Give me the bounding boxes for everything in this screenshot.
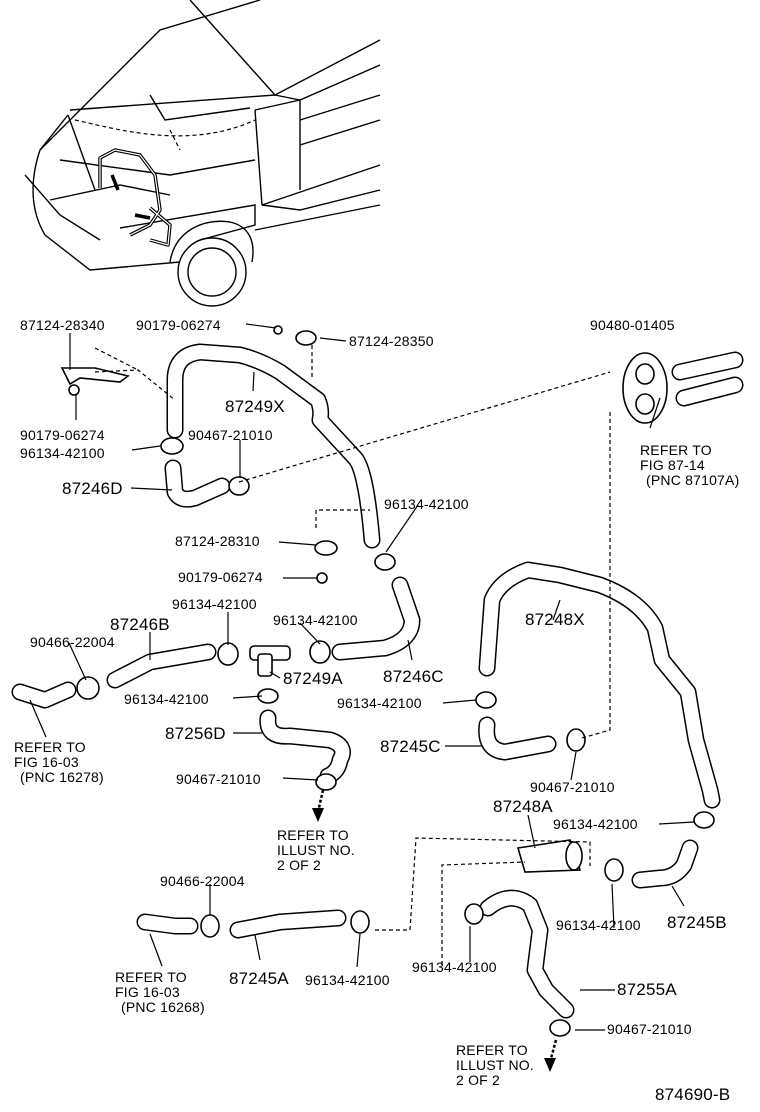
bolts xyxy=(68,325,328,584)
part-label: 90467-21010 xyxy=(176,771,261,787)
grommet-90480-01405 xyxy=(622,352,668,424)
hose-refer-16268 xyxy=(136,913,199,935)
part-label: 90480-01405 xyxy=(590,317,675,333)
reference-note: REFER TO ILLUST NO. 2 OF 2 xyxy=(456,1043,534,1088)
part-label: 96134-42100 xyxy=(556,917,641,933)
reference-line: ILLUST NO. xyxy=(456,1057,534,1073)
hose-87245B xyxy=(631,839,699,889)
car-hose-routing xyxy=(98,148,172,247)
hose-87248X xyxy=(478,561,721,809)
part-label: 87246B xyxy=(110,615,170,634)
reference-line: REFER TO xyxy=(277,827,349,843)
hose-87246B xyxy=(106,643,217,689)
part-label: 87248A xyxy=(493,797,553,816)
car-outline xyxy=(24,0,381,307)
part-label: 96134-42100 xyxy=(305,972,390,988)
reference-line: (PNC 16278) xyxy=(20,769,104,785)
part-label: 96134-42100 xyxy=(384,496,469,512)
part-label: 96134-42100 xyxy=(20,445,105,461)
reference-note: REFER TO FIG 16-03 (PNC 16278) xyxy=(14,740,104,785)
part-label: 96134-42100 xyxy=(124,691,209,707)
reference-note: REFER TO FIG 87-14 (PNC 87107A) xyxy=(640,443,739,488)
reference-line: REFER TO xyxy=(640,442,712,458)
part-label: 96134-42100 xyxy=(172,596,257,612)
arrow-icon xyxy=(544,1039,558,1072)
part-label: 87124-28350 xyxy=(349,333,434,349)
part-label: 90179-06274 xyxy=(20,427,105,443)
part-label: 90467-21010 xyxy=(607,1021,692,1037)
reference-line: FIG 16-03 xyxy=(14,754,79,770)
hose-87246D xyxy=(164,459,231,508)
leader-lines xyxy=(29,323,695,1031)
reference-line: 2 OF 2 xyxy=(277,857,321,873)
part-label: 90467-21010 xyxy=(530,779,615,795)
part-label: 90179-06274 xyxy=(178,569,263,585)
reference-line: (PNC 16268) xyxy=(121,999,205,1015)
part-label: 87249X xyxy=(225,397,285,416)
part-label: 87255A xyxy=(617,980,677,999)
part-label: 87246C xyxy=(383,667,444,686)
reference-line: (PNC 87107A) xyxy=(646,472,740,488)
diagram-id: 874690-B xyxy=(655,1085,731,1104)
hose-87249X xyxy=(166,343,381,549)
part-label: 87256D xyxy=(165,724,226,743)
part-label: 87245B xyxy=(667,913,727,932)
part-label: 87249A xyxy=(283,669,343,688)
reference-line: ILLUST NO. xyxy=(277,842,355,858)
reference-line: REFER TO xyxy=(115,969,187,985)
hose-refer-16278 xyxy=(11,681,77,709)
hose-87245A xyxy=(229,909,347,939)
reference-line: REFER TO xyxy=(456,1042,528,1058)
part-label: 96134-42100 xyxy=(337,695,422,711)
hose-87255A xyxy=(479,889,575,1019)
part-label: 96134-42100 xyxy=(273,612,358,628)
part-label: 87245A xyxy=(229,969,289,988)
hose-87246C xyxy=(331,576,421,661)
part-label: 90467-21010 xyxy=(188,427,273,443)
part-label: 87124-28310 xyxy=(175,533,260,549)
part-label: 96134-42100 xyxy=(412,959,497,975)
reference-line: FIG 16-03 xyxy=(115,984,180,1000)
part-label: 87248X xyxy=(525,610,585,629)
joint-87248A xyxy=(516,839,583,873)
part-label: 87246D xyxy=(62,479,123,498)
reference-note: REFER TO ILLUST NO. 2 OF 2 xyxy=(277,828,355,873)
joint-87249A xyxy=(249,645,291,677)
part-label: 96134-42100 xyxy=(553,816,638,832)
clamps xyxy=(60,330,715,1037)
part-label: 90179-06274 xyxy=(136,317,221,333)
part-label: 90466-22004 xyxy=(30,634,115,650)
reference-line: FIG 87-14 xyxy=(640,457,705,473)
reference-line: 2 OF 2 xyxy=(456,1072,500,1088)
car-dashed-lines xyxy=(74,119,256,151)
part-label: 87245C xyxy=(380,737,441,756)
reference-line: REFER TO xyxy=(14,739,86,755)
arrow-icon xyxy=(312,789,325,822)
reference-note: REFER TO FIG 16-03 (PNC 16268) xyxy=(115,970,205,1015)
hose-87245C xyxy=(478,716,557,761)
reference-dashes xyxy=(94,345,611,965)
hose-refer-87107A xyxy=(671,351,744,407)
hose-87256D xyxy=(259,709,351,785)
part-label: 87124-28340 xyxy=(20,317,105,333)
part-label: 90466-22004 xyxy=(160,873,245,889)
